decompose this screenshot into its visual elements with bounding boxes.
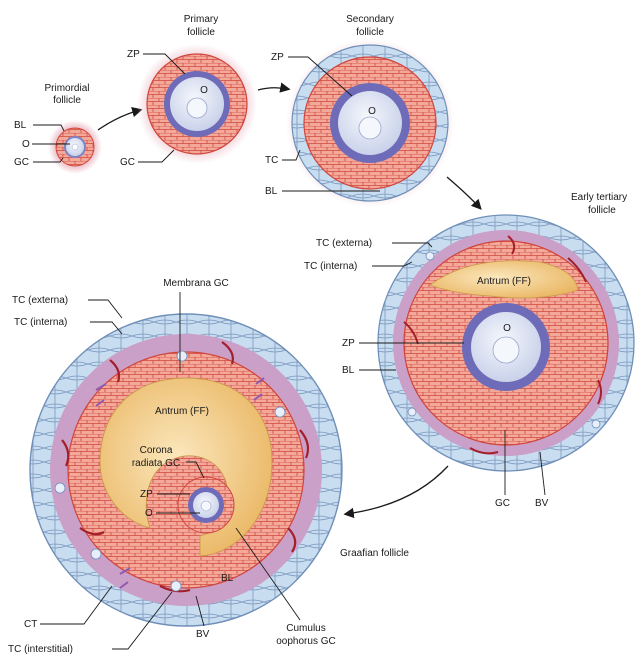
graafian-bl-label: BL [221,573,234,584]
graafian-follicle [30,314,342,626]
primary-o-label: O [200,85,208,96]
secondary-o-label: O [368,106,376,117]
primordial-title-line2: follicle [53,95,81,106]
primordial-gc-label: GC [14,157,29,168]
tertiary-antrum-label: Antrum (FF) [477,276,531,287]
arrow-primary-to-secondary [258,88,288,90]
arrow-tertiary-to-graafian [346,466,448,514]
graafian-cumulus-line2: oophorus GC [276,636,335,647]
primary-follicle [137,44,257,164]
graafian-membrana-gc-label: Membrana GC [163,278,229,289]
secondary-title-line1: Secondary [346,14,394,25]
secondary-bl-label: BL [265,186,278,197]
tertiary-tc-interna-label: TC (interna) [304,261,357,272]
tertiary-bl-label: BL [342,365,355,376]
graafian-tc-interna-label: TC (interna) [14,317,67,328]
graafian-o-label: O [145,508,153,519]
primary-gc-label: GC [120,157,135,168]
primary-title-line2: follicle [187,27,215,38]
secondary-tc-label: TC [265,155,278,166]
primary-zp-label: ZP [127,49,140,60]
secondary-title-line2: follicle [356,27,384,38]
tertiary-gc-label: GC [495,498,510,509]
tertiary-tc-externa-label: TC (externa) [316,238,372,249]
tertiary-title-line2: follicle [588,205,616,216]
graafian-antrum-label: Antrum (FF) [155,406,209,417]
graafian-corona-line2: radiata GC [132,458,180,469]
primordial-o-label: O [22,139,30,150]
tertiary-o-label: O [503,323,511,334]
graafian-tc-externa-label: TC (externa) [12,295,68,306]
tertiary-title-line1: Early tertiary [571,192,627,203]
graafian-corona-line1: Corona [140,445,173,456]
primordial-follicle [48,120,102,174]
graafian-ct-label: CT [24,619,37,630]
tertiary-bv-label: BV [535,498,549,509]
graafian-tc-interstitial-label: TC (interstitial) [8,644,73,655]
arrow-primordial-to-primary [98,110,140,130]
secondary-follicle [286,39,454,207]
graafian-title: Graafian follicle [340,548,409,559]
primary-title-line1: Primary [184,14,218,25]
graafian-bv-label: BV [196,629,210,640]
arrow-secondary-to-tertiary [447,177,480,208]
tertiary-zp-label: ZP [342,338,355,349]
secondary-zp-label: ZP [271,52,284,63]
graafian-zp-label: ZP [140,489,153,500]
primordial-bl-label: BL [14,120,27,131]
graafian-cumulus-line1: Cumulus [286,623,325,634]
primordial-title-line1: Primordial [44,83,89,94]
